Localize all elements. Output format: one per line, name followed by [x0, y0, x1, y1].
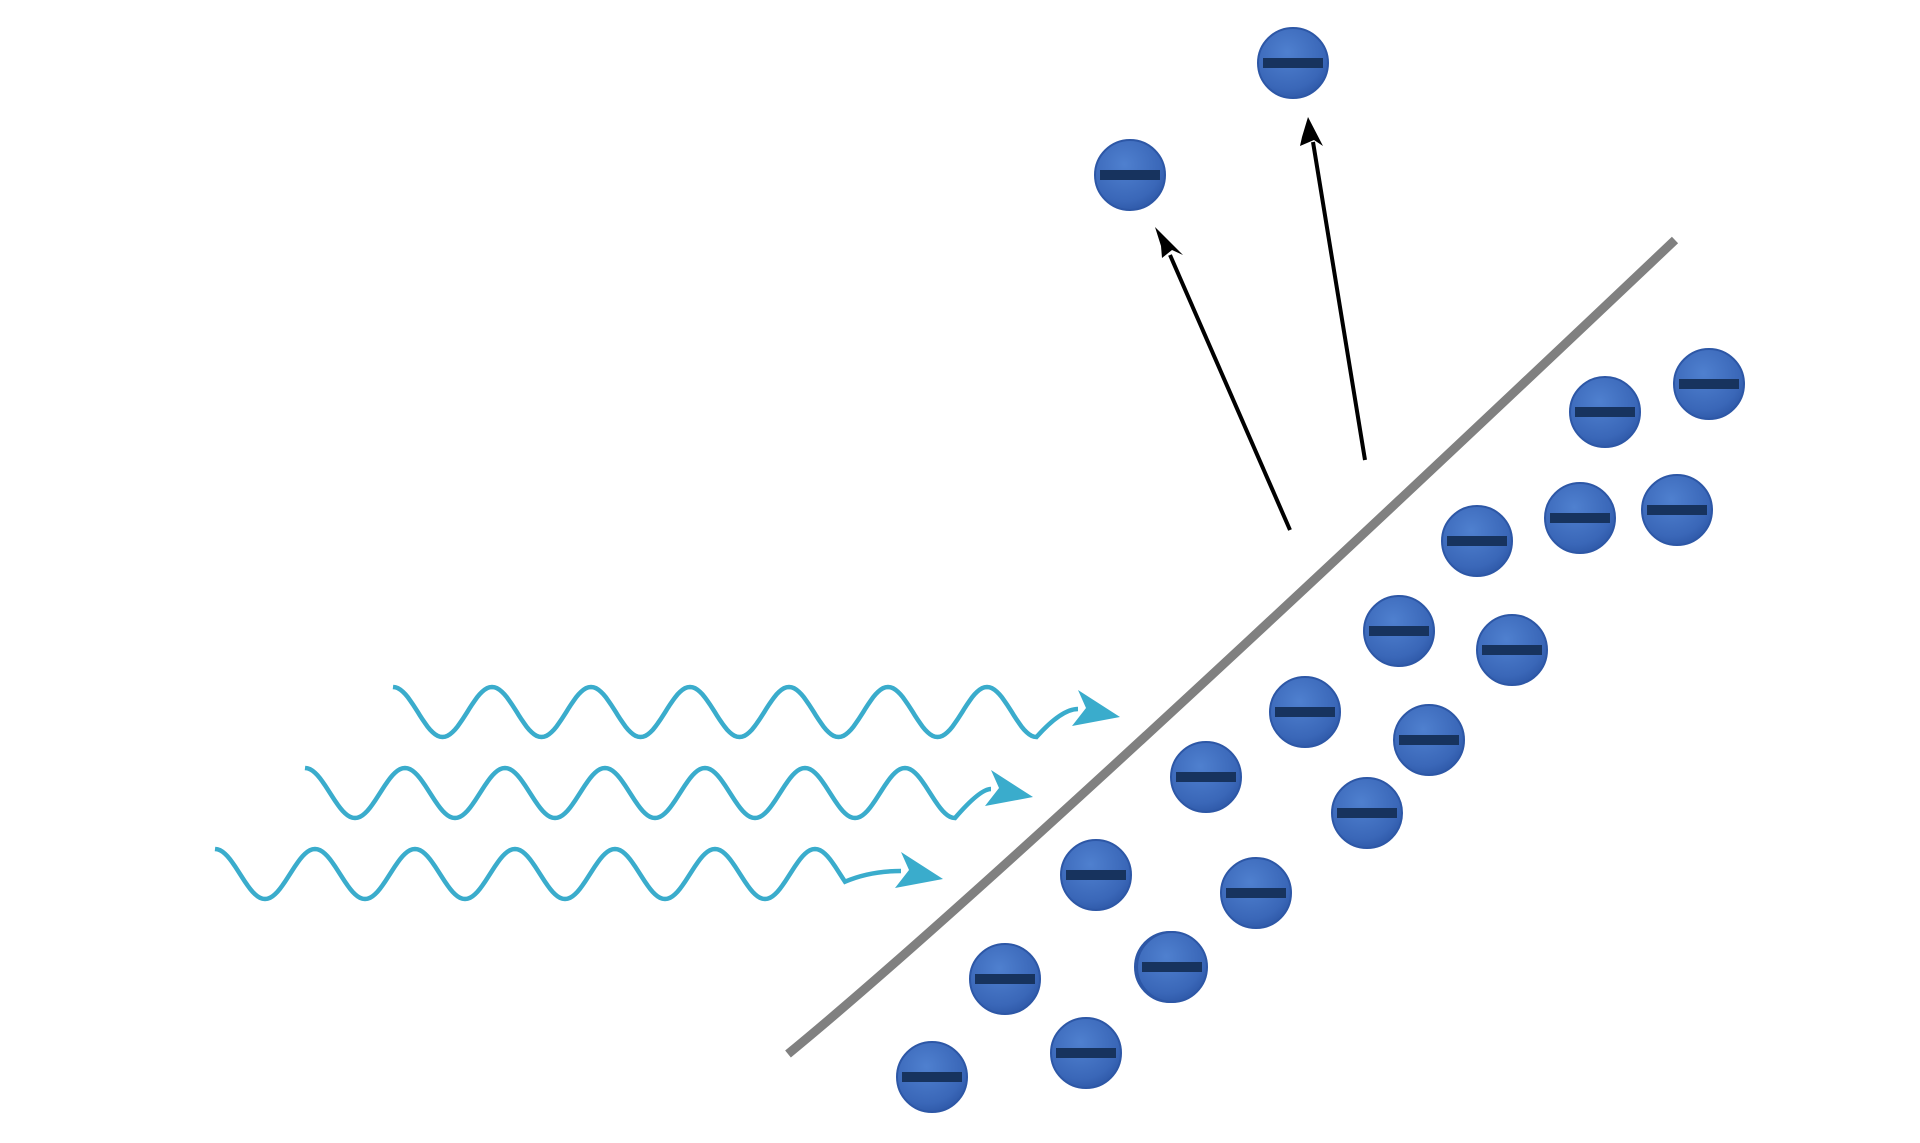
bound-electron-17	[896, 1041, 968, 1113]
bound-electron-16	[1050, 1017, 1122, 1089]
minus-sign-icon	[1142, 962, 1202, 972]
minus-sign-icon	[1066, 870, 1126, 880]
incoming-light-wave-1	[392, 684, 1120, 740]
bound-electron-10	[1170, 741, 1242, 813]
wave-line	[304, 765, 992, 821]
minus-sign-icon	[1369, 626, 1429, 636]
wave-arrowhead-icon	[895, 852, 943, 888]
minus-sign-icon	[1226, 888, 1286, 898]
wave-line	[392, 684, 1079, 740]
bound-electron-2	[1673, 348, 1745, 420]
minus-sign-icon	[902, 1072, 962, 1082]
minus-sign-icon	[1056, 1048, 1116, 1058]
wave-line	[214, 846, 902, 902]
bound-electron-11	[1331, 777, 1403, 849]
minus-sign-icon	[1263, 58, 1323, 68]
minus-sign-icon	[1275, 707, 1335, 717]
bound-electron-1	[1569, 376, 1641, 448]
minus-sign-icon	[1679, 379, 1739, 389]
bound-electron-4	[1641, 474, 1713, 546]
bound-electron-7	[1476, 614, 1548, 686]
minus-sign-icon	[1337, 808, 1397, 818]
emission-arrow-1	[1155, 227, 1292, 531]
minus-sign-icon	[1647, 505, 1707, 515]
bound-electron-13	[1220, 857, 1292, 929]
bound-electron-5	[1441, 505, 1513, 577]
minus-sign-icon	[1447, 536, 1507, 546]
electrons	[896, 27, 1745, 1113]
minus-sign-icon	[1575, 407, 1635, 417]
bound-electron-3	[1544, 482, 1616, 554]
minus-sign-icon	[975, 974, 1035, 984]
bound-electron-18	[1136, 931, 1208, 1003]
emitted-electron-2	[1257, 27, 1329, 99]
metal-surface-line	[785, 236, 1679, 1058]
bound-electron-8	[1269, 676, 1341, 748]
emitted-electron-1	[1094, 139, 1166, 211]
minus-sign-icon	[1399, 735, 1459, 745]
minus-sign-icon	[1100, 170, 1160, 180]
minus-sign-icon	[1176, 772, 1236, 782]
incoming-light-wave-2	[304, 765, 1033, 821]
bound-electron-6	[1363, 595, 1435, 667]
incoming-light	[214, 684, 1120, 902]
minus-sign-icon	[1550, 513, 1610, 523]
bound-electron-12	[1060, 839, 1132, 911]
bound-electron-15	[969, 943, 1041, 1015]
bound-electron-9	[1393, 704, 1465, 776]
emission-arrow-2	[1300, 117, 1367, 461]
wave-arrowhead-icon	[1072, 690, 1120, 726]
wave-arrowhead-icon	[985, 770, 1033, 806]
incoming-light-wave-3	[214, 846, 943, 902]
minus-sign-icon	[1482, 645, 1542, 655]
